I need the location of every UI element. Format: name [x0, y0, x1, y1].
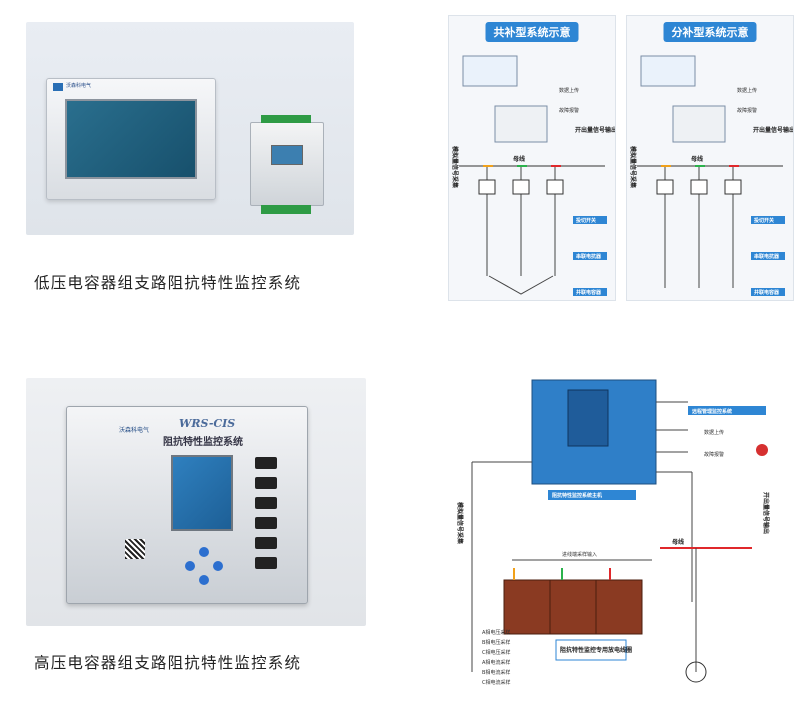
- high-special-box: 阻抗特性监控专用放电线圈: [560, 646, 632, 654]
- low-voltage-device-photo: 沃森科电气: [26, 22, 354, 235]
- diagram-right-svg: 母线 数据上传 故障报警 模拟量信号采集 开出量信号输出 投切开关 串联电抗器 …: [629, 55, 793, 296]
- high-input-label: 进线端采样输入: [562, 551, 597, 558]
- hv-brand: 沃森科电气: [119, 427, 150, 434]
- hv-title: 阻抗特性监控系统: [163, 437, 243, 448]
- nav-down-button: [199, 575, 209, 585]
- sample-label-4: B相电流采样: [482, 669, 510, 676]
- diagram-right-side-label: 模拟量信号采集: [629, 146, 637, 189]
- diagram-right-tag-0: 投切开关: [754, 217, 774, 224]
- diagram-left-title: 共补型系统示意: [485, 22, 579, 42]
- sample-label-0: A相电压采样: [482, 629, 510, 636]
- diagram-left-svg: 母线 数据上传 故障报警 模拟量信号采集 开出量信号输出 投切开关 串联电抗器 …: [451, 55, 615, 296]
- sample-label-2: C相电压采样: [482, 649, 511, 656]
- high-upload-label: 数据上传: [704, 429, 724, 436]
- diagram-right-tag-2: 并联电容器: [754, 289, 780, 296]
- diagram-split-compensation: 分补型系统示意 母线 数据上传 故障报警 模拟量信号采集 开出量信号输出 投切开…: [626, 15, 794, 301]
- high-out-label: 开出量信号输出: [762, 492, 770, 534]
- hv-screen: [171, 455, 233, 531]
- diagram-right-upload: 数据上传: [737, 87, 757, 94]
- diagram-right-bus: 母线: [691, 155, 703, 163]
- diagram-high-svg: 阻抗特性监控系统主机 远程管理监控系统 数据上传 故障报警 模拟量信号采集 开出…: [456, 379, 770, 686]
- module-screen: [271, 145, 303, 165]
- hv-device-front: 沃森科电气 WRS-CIS 阻抗特性监控系统: [66, 406, 308, 604]
- high-side-label: 模拟量信号采集: [456, 502, 464, 545]
- nav-left-button: [185, 561, 195, 571]
- diagram-left-tag-2: 并联电容器: [576, 289, 602, 296]
- diagram-left-tag-1: 串联电抗器: [576, 253, 602, 260]
- sample-label-5: C相电流采样: [482, 679, 511, 686]
- high-bus-label: 母线: [672, 538, 684, 546]
- diagram-left-side-label: 模拟量信号采集: [451, 146, 459, 189]
- diagram-left-tag-0: 投切开关: [576, 217, 596, 224]
- sample-label-1: B相电压采样: [482, 639, 510, 646]
- terminal-block-bottom: [261, 205, 311, 214]
- high-alarm-label: 故障报警: [704, 451, 724, 458]
- diagram-right-tag-1: 串联电抗器: [754, 253, 780, 260]
- diagram-right-alarm: 故障报警: [737, 107, 757, 114]
- hv-side-buttons: [255, 457, 281, 587]
- high-remote-label: 远程管理监控系统: [692, 408, 732, 415]
- nav-right-button: [213, 561, 223, 571]
- alarm-light-icon: [756, 444, 768, 456]
- high-main-unit-label: 阻抗特性监控系统主机: [552, 492, 602, 499]
- diagram-left-bus: 母线: [513, 155, 525, 163]
- hv-model: WRS-CIS: [179, 417, 236, 430]
- hv-qr-code: [125, 539, 145, 559]
- hmi-brand-text: 沃森科电气: [66, 83, 92, 89]
- diagram-left-upload: 数据上传: [559, 87, 579, 94]
- terminal-block-top: [261, 115, 311, 123]
- hmi-panel: 沃森科电气: [46, 78, 216, 200]
- diagram-right-title: 分补型系统示意: [663, 22, 757, 42]
- low-voltage-caption: 低压电容器组支路阻抗特性监控系统: [34, 274, 302, 292]
- sample-label-3: A相电流采样: [482, 659, 510, 666]
- diagram-left-out-label: 开出量信号输出: [575, 126, 615, 134]
- din-rail-module: [250, 115, 324, 214]
- high-voltage-device-photo: 沃森科电气 WRS-CIS 阻抗特性监控系统: [26, 378, 366, 626]
- hmi-screen: [65, 99, 197, 179]
- hmi-brand-logo: [53, 83, 63, 91]
- diagram-right-out-label: 开出量信号输出: [753, 126, 793, 134]
- diagram-high-voltage: 阻抗特性监控系统主机 远程管理监控系统 数据上传 故障报警 模拟量信号采集 开出…: [452, 372, 792, 702]
- diagram-left-alarm: 故障报警: [559, 107, 579, 114]
- hv-nav-pad: [177, 547, 233, 587]
- diagram-common-compensation: 共补型系统示意 母线 数据上传 故障报警 模拟量信号采集 开出量信号输出 投切开…: [448, 15, 616, 301]
- nav-up-button: [199, 547, 209, 557]
- high-voltage-caption: 高压电容器组支路阻抗特性监控系统: [34, 654, 302, 672]
